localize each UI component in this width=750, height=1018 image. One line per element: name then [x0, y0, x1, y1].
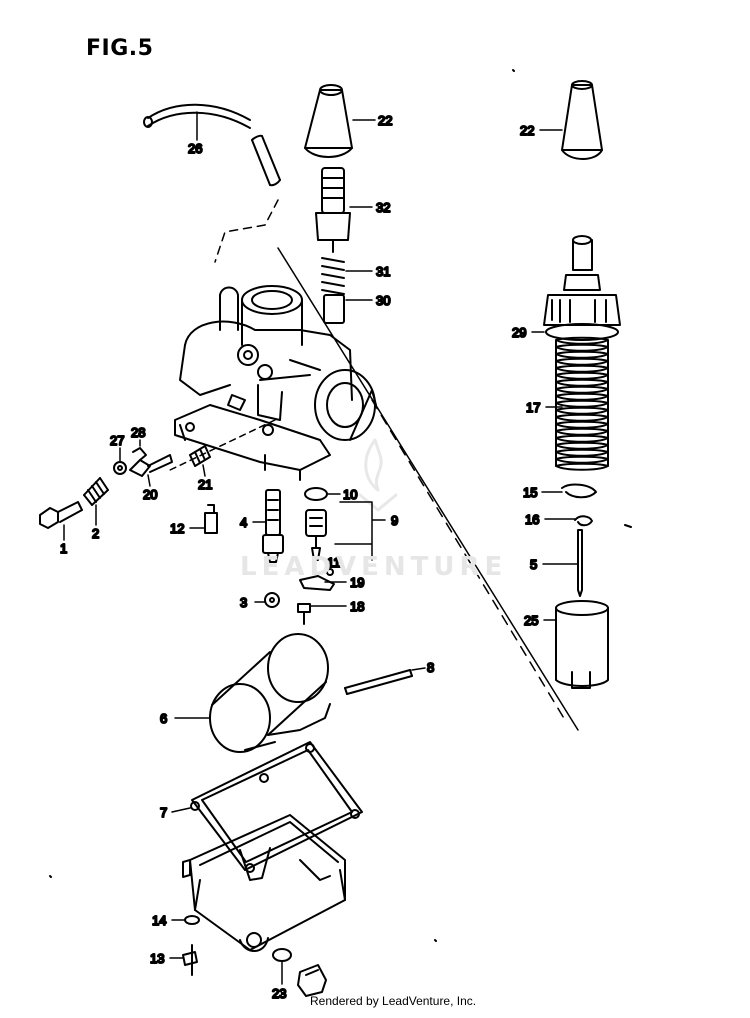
- drain-washer: [184, 915, 200, 925]
- spring-clip: [132, 447, 147, 461]
- callout-4: 4: [240, 515, 247, 530]
- throttle-cap-left: [304, 84, 353, 158]
- callout-15: 15: [523, 485, 537, 500]
- bowl-screw: [182, 944, 198, 976]
- watermark-text: LEADVENTURE: [240, 552, 508, 582]
- mixing-chamber-top: [543, 235, 621, 341]
- idle-screw-spring: [83, 477, 109, 506]
- idle-screw: [39, 501, 83, 529]
- callout-10: 10: [343, 487, 357, 502]
- spring-coils: [555, 336, 609, 471]
- callout-16: 16: [525, 512, 539, 527]
- callout-6: 6: [160, 711, 167, 726]
- main-jet: [305, 509, 327, 561]
- callout-27: 27: [110, 433, 124, 448]
- assembly-line-jets: [169, 419, 276, 471]
- drain-plug: [297, 964, 327, 997]
- watermark-logo: [358, 438, 398, 512]
- callout-12: 12: [170, 521, 184, 536]
- throttle-cap-right: [561, 80, 603, 160]
- fuel-hose: [143, 103, 281, 263]
- pilot-screw: [129, 454, 173, 477]
- float-pin: [344, 669, 413, 695]
- callout-20: 20: [143, 487, 157, 502]
- pilot-jet: [204, 504, 218, 534]
- callout-19: 19: [350, 575, 364, 590]
- scan-specks: [49, 69, 632, 942]
- callout-23: 23: [272, 986, 286, 1001]
- needle-retainer-clip: [561, 483, 597, 499]
- callout-29: 29: [512, 325, 526, 340]
- callout-30: 30: [376, 293, 390, 308]
- callout-5: 5: [530, 557, 537, 572]
- callout-22a: 22: [378, 113, 392, 128]
- callout-7: 7: [160, 805, 167, 820]
- callout-3: 3: [240, 595, 247, 610]
- callout-13: 13: [150, 951, 164, 966]
- o-ring: [304, 487, 328, 501]
- callout-11: 11: [327, 555, 341, 570]
- callout-labels: 22 26 32 31 30 22 29 17 15 16 5 25 27 28…: [59, 112, 541, 1002]
- callout-28: 28: [131, 425, 145, 440]
- pilot-screw-spring: [189, 445, 211, 467]
- callout-1: 1: [60, 541, 67, 556]
- e-clip: [574, 515, 593, 527]
- jet-bracket: [299, 568, 335, 591]
- assembly-line-slide-2: [371, 399, 566, 721]
- callout-18: 18: [350, 599, 364, 614]
- float: [209, 633, 331, 753]
- adjuster-nut: [323, 294, 345, 324]
- jet-needle: [577, 529, 583, 597]
- throttle-slide: [555, 600, 609, 689]
- needle-valve-seat: [264, 592, 280, 608]
- adjuster-spring: [321, 257, 345, 295]
- callout-31: 31: [376, 264, 390, 279]
- callout-9: 9: [391, 513, 398, 528]
- figure-title: FIG.5: [86, 36, 154, 61]
- washer: [113, 461, 127, 475]
- throttle-spring: [555, 336, 609, 471]
- float-arm-screw: [297, 603, 311, 625]
- callout-22b: 22: [520, 123, 534, 138]
- callout-17: 17: [526, 400, 540, 415]
- callout-26: 26: [188, 141, 202, 156]
- drain-o-ring: [272, 948, 292, 962]
- callout-25: 25: [524, 613, 538, 628]
- needle-jet: [262, 489, 284, 563]
- footer-credit: Rendered by LeadVenture, Inc.: [310, 994, 477, 1008]
- callout-21: 21: [198, 477, 212, 492]
- cable-adjuster: [315, 167, 351, 253]
- float-bowl: [182, 814, 346, 952]
- callout-8: 8: [427, 660, 434, 675]
- carburetor-body: [174, 285, 377, 481]
- callout-14: 14: [152, 913, 166, 928]
- assembly-line-slide: [277, 247, 579, 731]
- callout-32: 32: [376, 200, 390, 215]
- callout-2: 2: [92, 526, 99, 541]
- callout-leaders: [63, 111, 579, 985]
